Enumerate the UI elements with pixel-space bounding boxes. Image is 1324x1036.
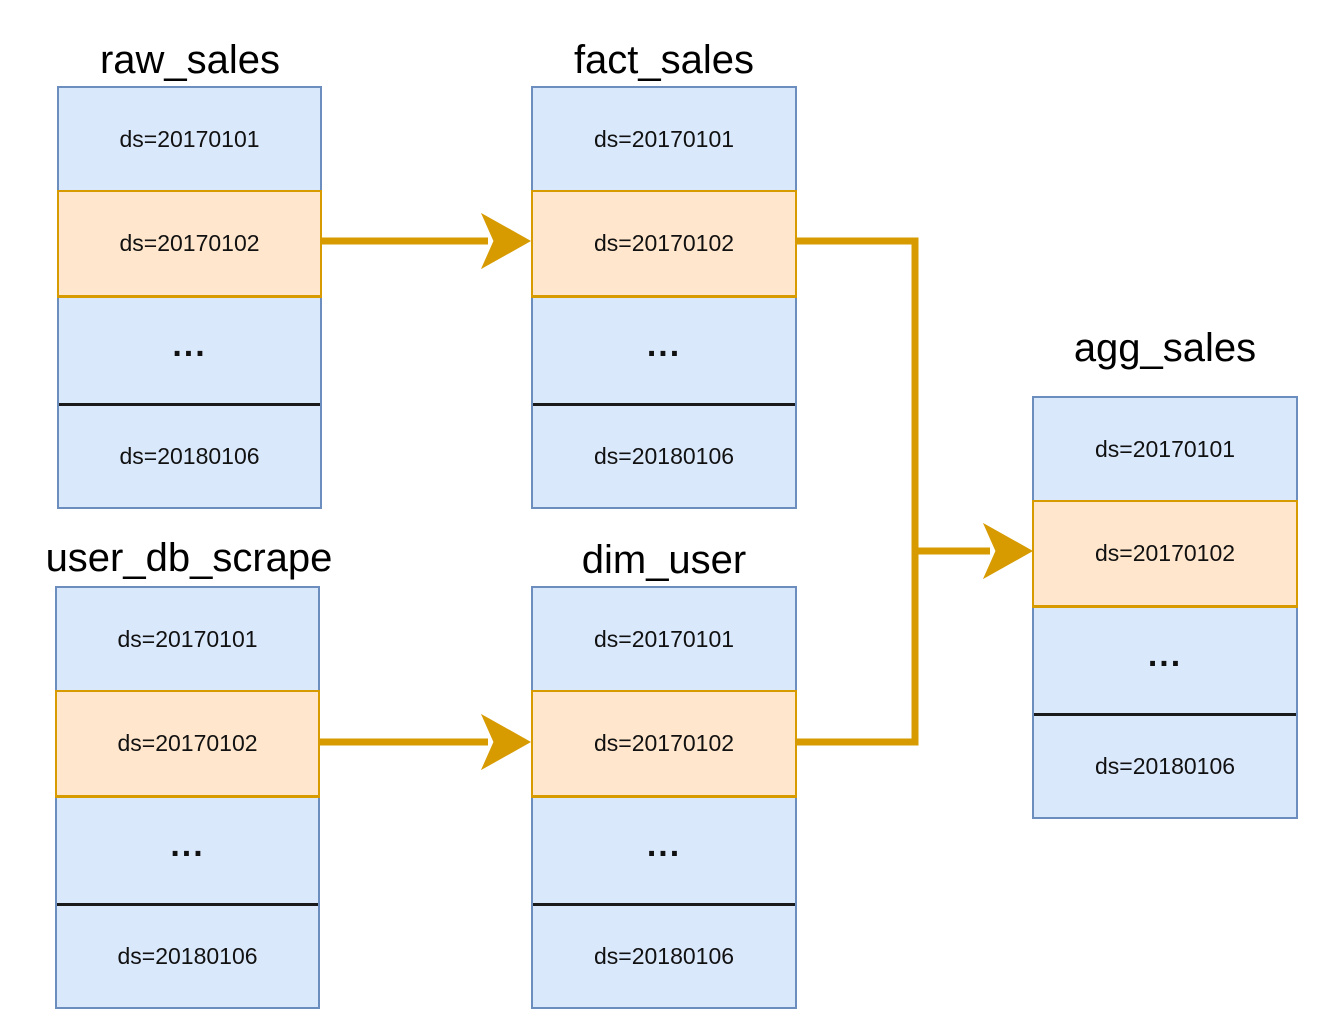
- partition-cell: ds=20180106: [533, 406, 795, 507]
- table-title-agg-sales: agg_sales: [1073, 326, 1257, 370]
- partition-cell-highlighted: ds=20170102: [55, 690, 320, 798]
- flow-arrow-fact-to-agg: [797, 237, 919, 551]
- partition-cell: ds=20180106: [1034, 716, 1296, 817]
- table-title-dim-user: dim_user: [581, 538, 747, 582]
- table-fact-sales: ds=20170101 ds=20170102 ... ds=20180106: [531, 86, 797, 509]
- partition-divider: [59, 403, 320, 406]
- partition-cell: ds=20170101: [57, 588, 318, 690]
- partition-cell: ds=20170101: [1034, 398, 1296, 500]
- arrow-line: [797, 237, 919, 551]
- arrow-head-icon: [480, 212, 532, 270]
- table-title-fact-sales: fact_sales: [573, 38, 755, 82]
- partition-ellipsis: ...: [533, 298, 795, 404]
- flow-arrow-dim-to-agg: [797, 551, 919, 746]
- partition-ellipsis: ...: [59, 298, 320, 404]
- partition-ellipsis: ...: [533, 798, 795, 904]
- partition-divider: [57, 903, 318, 906]
- partition-ellipsis: ...: [1034, 608, 1296, 714]
- partition-cell: ds=20170101: [533, 88, 795, 190]
- flow-arrow-merge-to-agg: [915, 522, 1034, 580]
- partition-ellipsis: ...: [57, 798, 318, 904]
- flow-arrow-raw-to-fact: [322, 212, 532, 270]
- arrow-head-icon: [480, 713, 532, 771]
- arrow-line: [797, 551, 919, 746]
- partition-divider: [533, 903, 795, 906]
- partition-cell: ds=20180106: [59, 406, 320, 507]
- partition-cell-highlighted: ds=20170102: [1032, 500, 1298, 608]
- partition-cell-highlighted: ds=20170102: [57, 190, 322, 298]
- table-user-db-scrape: ds=20170101 ds=20170102 ... ds=20180106: [55, 586, 320, 1009]
- table-title-user-db-scrape: user_db_scrape: [45, 536, 333, 580]
- arrow-head-icon: [982, 522, 1034, 580]
- table-title-raw-sales: raw_sales: [99, 38, 281, 82]
- partition-cell-highlighted: ds=20170102: [531, 690, 797, 798]
- partition-cell: ds=20170101: [533, 588, 795, 690]
- partition-divider: [533, 403, 795, 406]
- partition-cell: ds=20170101: [59, 88, 320, 190]
- table-raw-sales: ds=20170101 ds=20170102 ... ds=20180106: [57, 86, 322, 509]
- table-agg-sales: ds=20170101 ds=20170102 ... ds=20180106: [1032, 396, 1298, 819]
- table-dim-user: ds=20170101 ds=20170102 ... ds=20180106: [531, 586, 797, 1009]
- flow-arrow-scrape-to-dim: [320, 713, 532, 771]
- partition-cell: ds=20180106: [57, 906, 318, 1007]
- partition-cell: ds=20180106: [533, 906, 795, 1007]
- partition-divider: [1034, 713, 1296, 716]
- partition-cell-highlighted: ds=20170102: [531, 190, 797, 298]
